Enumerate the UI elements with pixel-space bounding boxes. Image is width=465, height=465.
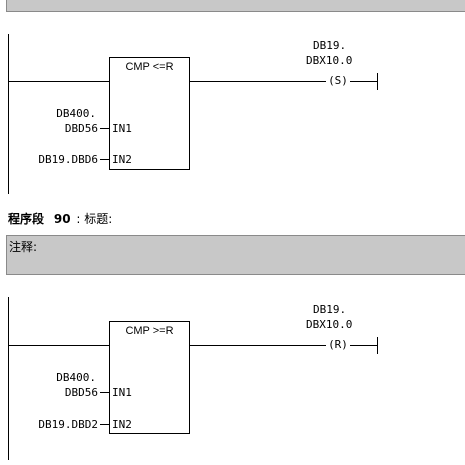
in1-operand-line2[interactable]: DBD56	[64, 122, 98, 135]
coil-address-line2[interactable]: DBX10.0	[306, 318, 353, 331]
compare-box-90[interactable]: CMP >=R IN1 IN2	[109, 321, 190, 434]
network-title[interactable]: 标题:	[84, 212, 113, 226]
set-coil-symbol[interactable]: (S)	[326, 74, 350, 87]
network-number: 90	[53, 212, 71, 226]
in2-label: IN2	[112, 153, 132, 166]
reset-coil-symbol[interactable]: (R)	[326, 338, 350, 351]
compare-box-89[interactable]: CMP <=R IN1 IN2	[109, 57, 190, 170]
compare-box-title: CMP <=R	[125, 61, 174, 73]
coil-address-line2[interactable]: DBX10.0	[306, 54, 353, 67]
network-90-comment-bar[interactable]: 注释:	[6, 235, 465, 275]
network-90-header: 程序段 90 : 标题:	[8, 210, 112, 227]
network-label: 程序段	[8, 212, 45, 226]
in2-label: IN2	[112, 418, 132, 431]
in1-label: IN1	[112, 386, 132, 399]
top-comment-bar[interactable]	[6, 0, 465, 12]
in1-operand-line2[interactable]: DBD56	[64, 386, 98, 399]
in1-label: IN1	[112, 122, 132, 135]
in1-operand-line1[interactable]: DB400.	[56, 107, 96, 120]
coil-address-line1[interactable]: DB19.	[313, 303, 347, 316]
in2-operand[interactable]: DB19.DBD2	[38, 418, 98, 431]
in1-operand-line1[interactable]: DB400.	[56, 371, 96, 384]
comment-label: 注释:	[9, 240, 38, 254]
in2-operand[interactable]: DB19.DBD6	[38, 153, 98, 166]
compare-box-title: CMP >=R	[125, 325, 174, 337]
coil-address-line1[interactable]: DB19.	[313, 39, 347, 52]
network-separator: :	[76, 212, 81, 226]
